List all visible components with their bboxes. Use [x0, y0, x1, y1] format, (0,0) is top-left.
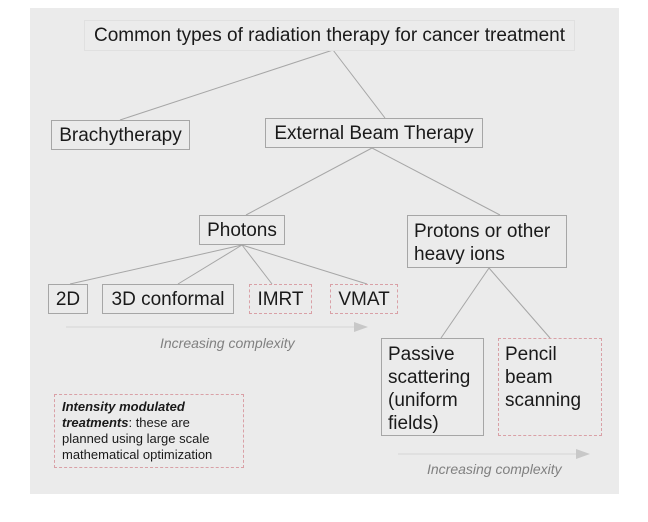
complexity-label-protons: Increasing complexity — [427, 461, 562, 477]
node-protons: Protons or other heavy ions — [407, 215, 567, 268]
node-2d: 2D — [48, 284, 88, 314]
connector-protons-passive — [440, 267, 490, 339]
connector-title-brachytherapy — [119, 49, 334, 121]
connector-title-external — [332, 49, 386, 119]
node-brachytherapy: Brachytherapy — [51, 120, 190, 150]
complexity-arrow-photons — [66, 322, 368, 332]
node-imrt: IMRT — [249, 284, 312, 314]
connector-photons-3d — [177, 244, 243, 285]
connector-photons-2d — [69, 244, 243, 285]
complexity-label-photons: Increasing complexity — [160, 335, 295, 351]
node-photons: Photons — [199, 215, 285, 245]
imrt-note-emphasis: Intensity modulated treatments — [62, 399, 185, 430]
connector-external-photons — [245, 147, 373, 216]
imrt-note: Intensity modulated treatments: these ar… — [54, 394, 244, 468]
node-3d-conformal: 3D conformal — [102, 284, 234, 314]
title-node: Common types of radiation therapy for ca… — [84, 20, 575, 51]
node-external-beam: External Beam Therapy — [265, 118, 483, 148]
imrt-note-text: : these are planned using large scale ma… — [62, 415, 213, 462]
connector-protons-pencil — [488, 267, 551, 339]
connector-photons-vmat — [241, 244, 368, 285]
connector-external-protons — [371, 147, 501, 216]
node-passive-scattering: Passive scattering (uniform fields) — [381, 338, 484, 436]
connector-photons-imrt — [241, 244, 273, 285]
node-vmat: VMAT — [330, 284, 398, 314]
complexity-arrow-protons — [398, 449, 590, 459]
node-pencil-beam: Pencil beam scanning — [498, 338, 602, 436]
